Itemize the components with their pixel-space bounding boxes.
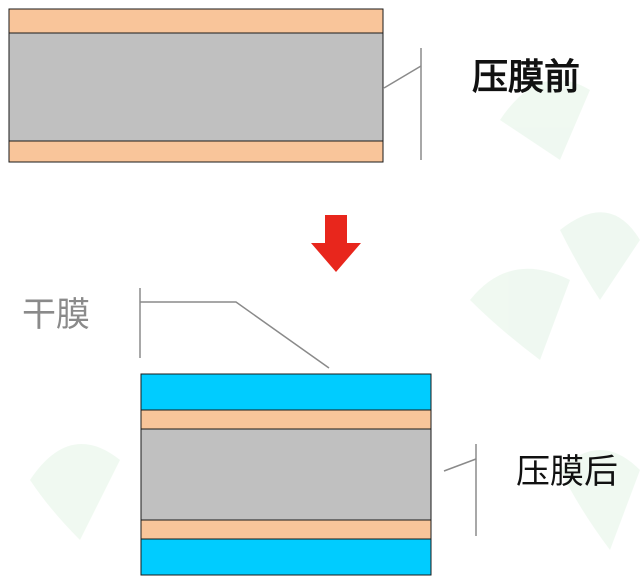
core-layer	[8, 32, 384, 142]
dry-film-leader	[139, 288, 330, 369]
bottom-copper-layer	[8, 140, 384, 163]
top-dry-film-layer	[140, 373, 432, 411]
bottom-dry-film-layer	[140, 538, 432, 576]
bottom-copper-layer	[140, 519, 432, 540]
background-watermark	[30, 10, 640, 550]
before-leader	[383, 48, 422, 160]
top-copper-layer	[140, 409, 432, 430]
before-lamination-label: 压膜前	[472, 57, 581, 98]
before-stack	[8, 8, 384, 163]
core-layer	[140, 428, 432, 521]
after-lamination-label: 压膜后	[516, 452, 618, 492]
down-arrow-icon	[311, 215, 361, 272]
after-stack	[140, 373, 432, 576]
dry-film-label: 干膜	[22, 295, 90, 335]
after-leader	[443, 444, 477, 536]
top-copper-layer	[8, 8, 384, 34]
